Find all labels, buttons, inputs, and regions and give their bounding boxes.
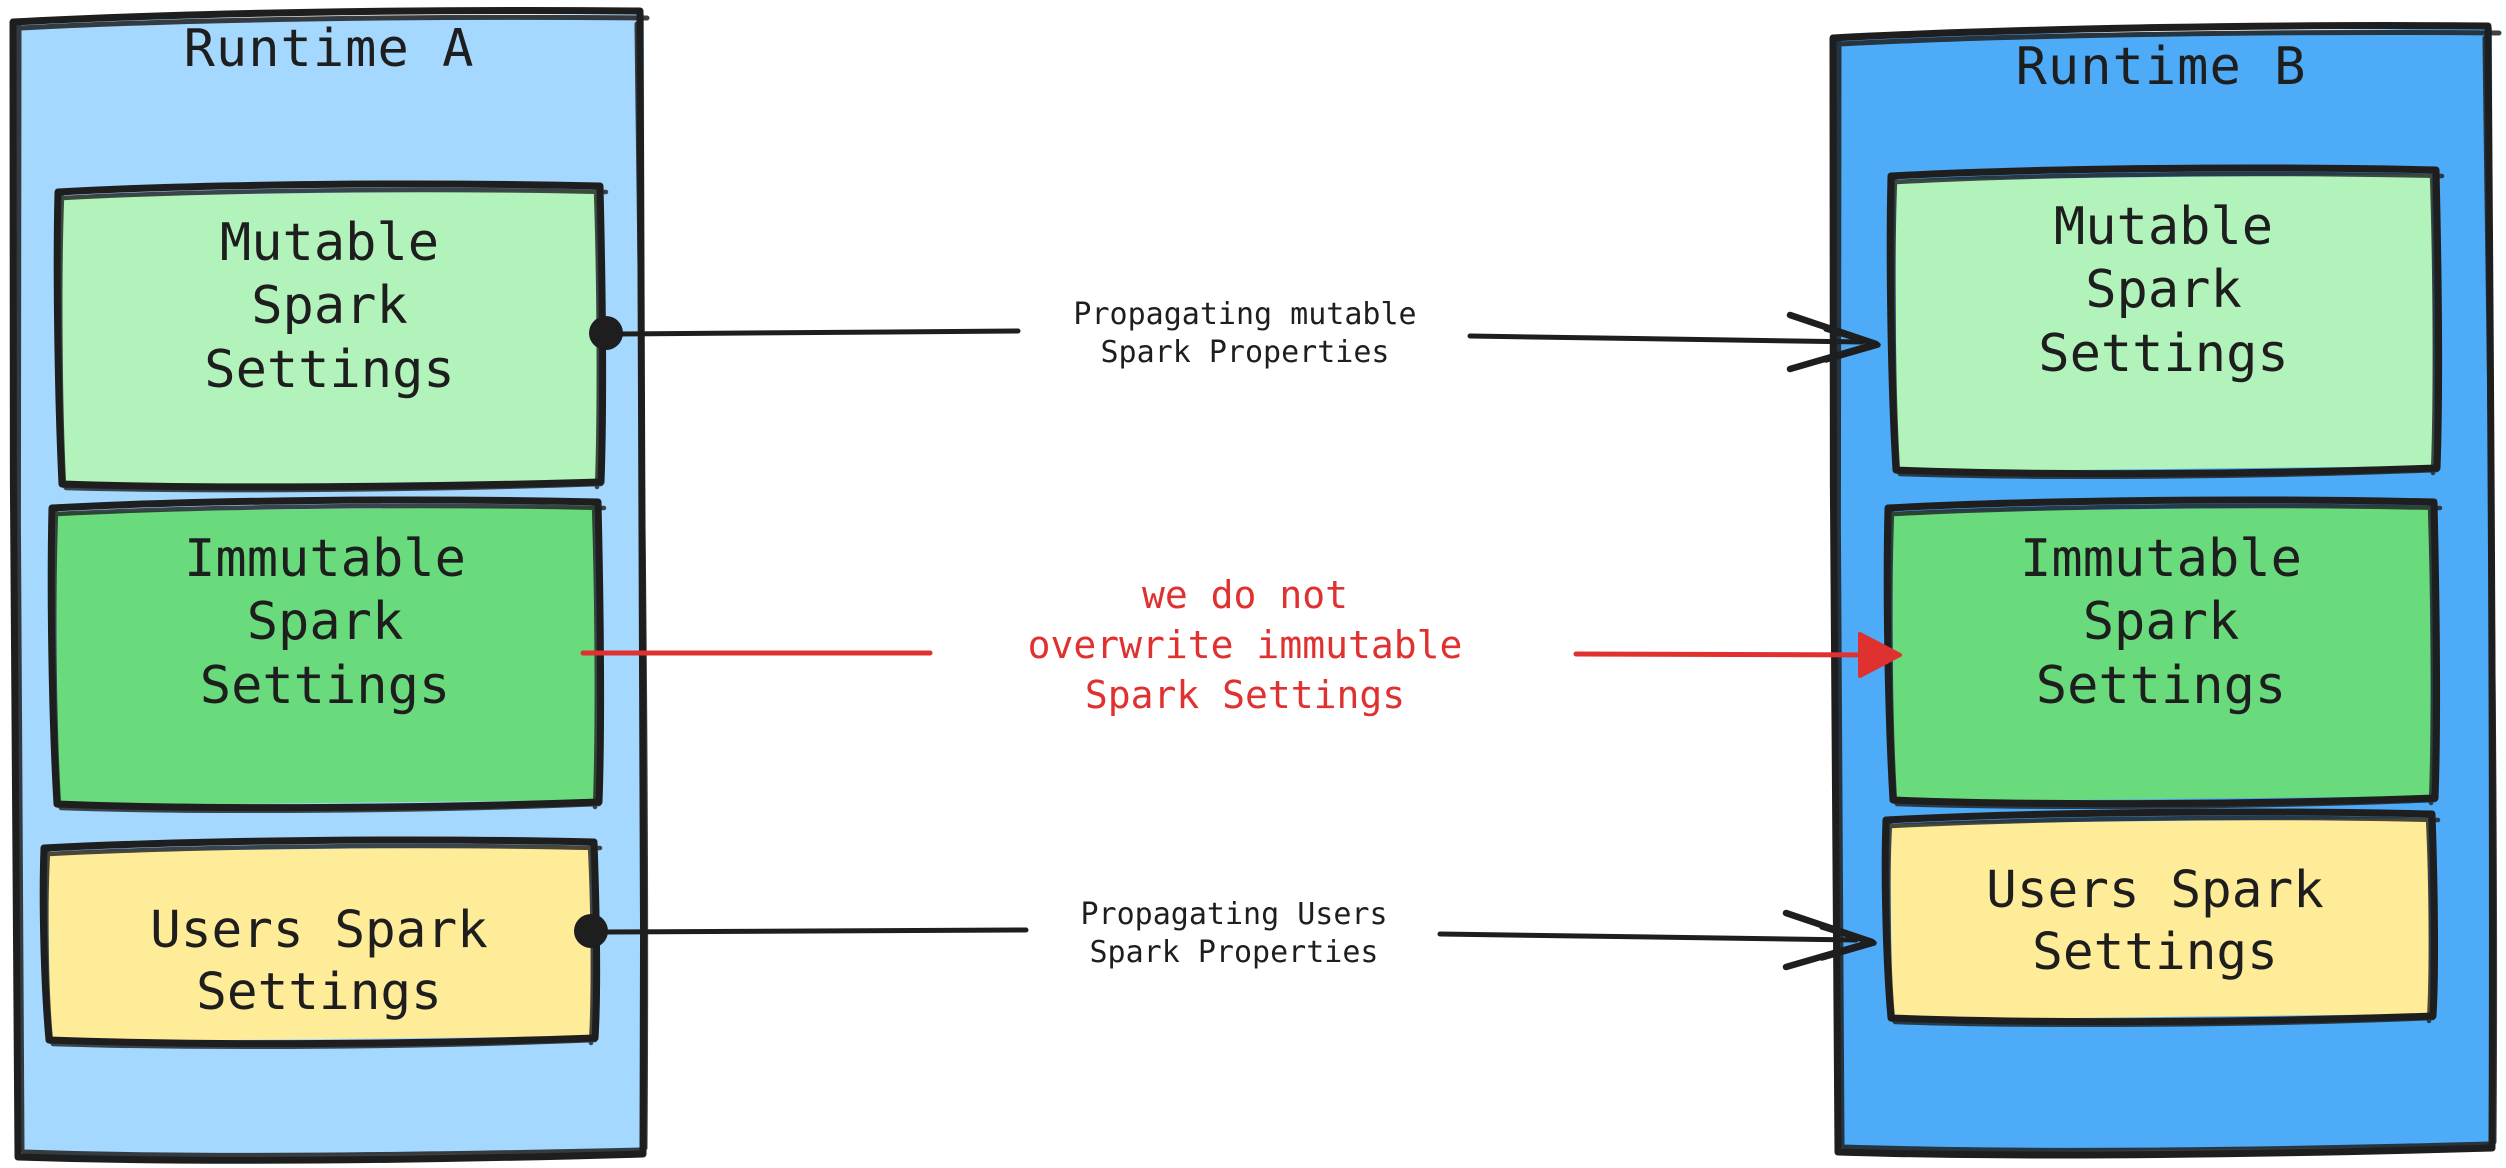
box-mutable-a-fill <box>61 190 598 486</box>
connector-mutable-arrowhead-inner <box>1823 326 1881 363</box>
panel-runtime-b[interactable] <box>1829 22 2502 1159</box>
panel-runtime-a[interactable] <box>9 6 650 1164</box>
panel-runtime-b-outline <box>1829 22 2496 1159</box>
connector-users-line-right <box>1437 931 1859 943</box>
connector-immutable-arrow[interactable] <box>580 632 1902 678</box>
panel-runtime-a-outline-2 <box>15 14 650 1158</box>
connector-mutable-start-dot <box>589 316 623 350</box>
box-immutable-b-fill <box>1892 506 2432 802</box>
connector-mutable-line-right <box>1467 333 1865 345</box>
connector-users-arrow[interactable] <box>574 909 1877 971</box>
connector-immutable-line-right <box>1573 651 1891 658</box>
box-mutable-b-outline-2 <box>1891 171 2445 480</box>
panel-runtime-a-outline <box>9 6 648 1164</box>
box-immutable-a-fill <box>56 506 596 806</box>
box-mutable-b-fill <box>1895 174 2434 472</box>
box-users-a-outline-2 <box>44 843 603 1050</box>
connector-mutable-arrow[interactable] <box>589 311 1881 373</box>
connector-users-arrowhead-inner <box>1819 924 1877 961</box>
connector-mutable-line-left <box>617 328 1021 337</box>
connector-users-line-left <box>602 927 1029 935</box>
box-immutable-a-outline-2 <box>52 503 607 814</box>
connector-users-start-dot <box>574 914 608 948</box>
box-users-b-outline-2 <box>1886 815 2441 1028</box>
box-immutable-b-outline-2 <box>1888 503 2443 810</box>
panel-runtime-b-outline-2 <box>1835 29 2502 1153</box>
box-users-a-fill <box>48 846 592 1042</box>
connector-immutable-arrowhead <box>1858 632 1902 678</box>
box-users-b-fill <box>1890 818 2430 1020</box>
